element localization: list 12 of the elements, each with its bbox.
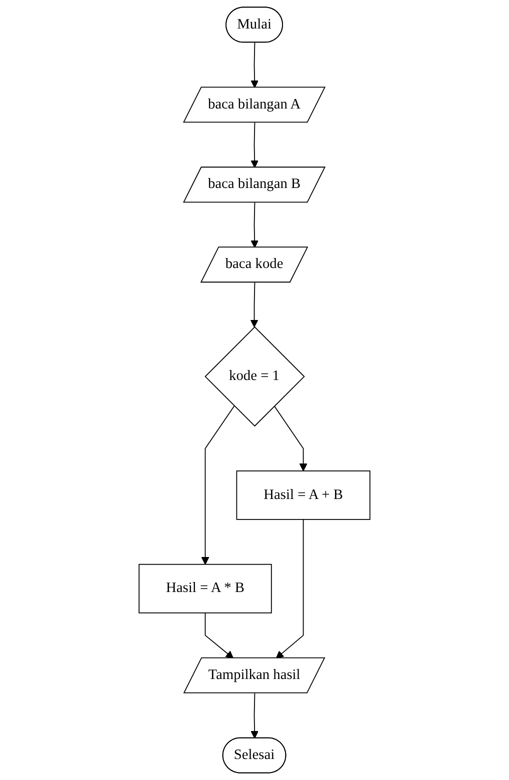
arrow bbox=[250, 282, 258, 328]
node-box bbox=[138, 564, 272, 614]
node-box bbox=[236, 470, 370, 520]
arrow bbox=[201, 406, 235, 565]
arrow bbox=[276, 519, 304, 659]
arrow bbox=[250, 202, 259, 248]
arrow bbox=[274, 406, 308, 472]
arrow bbox=[250, 42, 259, 88]
arrow bbox=[204, 612, 234, 659]
node-diamond bbox=[204, 326, 305, 427]
arrow bbox=[250, 692, 259, 739]
arrow bbox=[250, 122, 259, 168]
